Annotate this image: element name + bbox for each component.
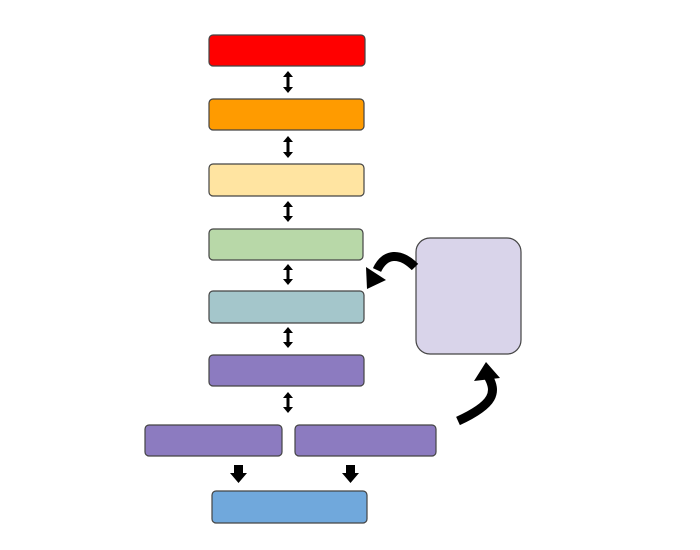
box-level-3 — [208, 163, 365, 197]
down-arrows — [230, 465, 359, 483]
box-split-right — [294, 424, 437, 457]
box-level-4 — [208, 228, 364, 261]
double-arrow-5 — [283, 327, 293, 348]
double-arrow-3 — [283, 201, 293, 222]
box-bottom — [211, 490, 368, 524]
double-arrow-4 — [283, 264, 293, 285]
curved-arrow-to-side-panel — [456, 362, 500, 426]
box-side-panel — [415, 237, 522, 355]
box-split-left — [144, 424, 283, 457]
double-arrow-1 — [283, 71, 293, 93]
bidirectional-arrows — [283, 71, 293, 413]
box-level-6 — [208, 354, 365, 387]
curved-arrows — [366, 252, 500, 426]
double-arrow-2 — [283, 136, 293, 158]
box-level-2 — [208, 98, 365, 131]
down-arrow-right — [342, 465, 359, 483]
curved-arrow-to-level-5 — [366, 252, 419, 289]
double-arrow-6 — [283, 392, 293, 413]
box-level-5 — [208, 290, 365, 324]
boxes — [144, 34, 522, 524]
down-arrow-left — [230, 465, 247, 483]
box-level-1 — [208, 34, 366, 67]
